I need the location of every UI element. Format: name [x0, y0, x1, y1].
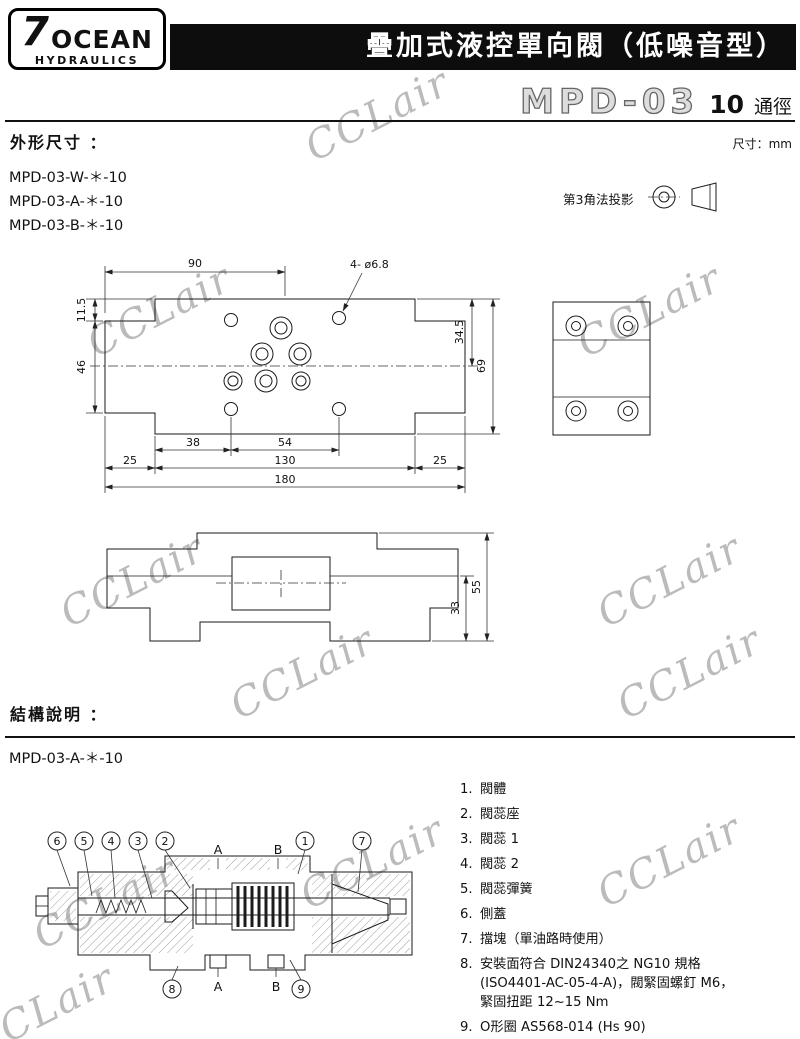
dim-label: 11.5	[75, 298, 88, 323]
header-divider	[5, 120, 795, 122]
page-title: 疊加式液控單向閥（低噪音型）	[366, 31, 786, 62]
model-item: MPD-03-W-＊-10	[9, 170, 127, 186]
part-number: 2.	[460, 807, 473, 822]
callout-label: 1	[302, 835, 309, 848]
part-text: 擋塊（單油路時使用）	[480, 932, 612, 947]
mounting-hole	[332, 402, 346, 416]
callout-label: 6	[54, 835, 61, 848]
dim-label: 130	[275, 454, 296, 467]
dim-label: 33	[449, 601, 462, 615]
model-item: MPD-03-A-＊-10	[9, 194, 124, 210]
part-number: 4.	[460, 857, 473, 872]
logo-top: 7 OCEAN	[21, 12, 153, 52]
parts-list: 1. 閥體 2. 閥蕊座 3. 閥蕊 1 4. 閥蕊 2 5. 閥蕊彈簧 6. 側蓋 7. 擋…	[460, 780, 795, 1039]
section-drawing	[35, 855, 413, 971]
part-number: 1.	[460, 782, 473, 797]
part-number: 6.	[460, 907, 473, 922]
part-text: 閥蕊 2	[480, 857, 519, 872]
model-code: MPD-03	[519, 81, 700, 122]
model-size-unit: 通徑	[753, 96, 792, 118]
dim-label: 90	[188, 257, 202, 270]
third-angle-symbol	[648, 182, 717, 212]
end-view-drawing	[552, 301, 651, 436]
section-marker-label: B	[274, 842, 283, 857]
part-item: 4. 閥蕊 2	[460, 855, 795, 874]
top-view-drawing: 90 4- ø6.8 11.5 46 34.5 69	[75, 257, 500, 493]
mounting-hole	[224, 313, 238, 327]
logo-numeral: 7	[21, 8, 49, 55]
structure-model: MPD-03-A-＊-10	[9, 751, 124, 767]
part-text: 閥蕊 1	[480, 832, 519, 847]
part-item: 5. 閥蕊彈簧	[460, 880, 795, 899]
mounting-hole	[332, 311, 346, 325]
structure-heading: 結構說明 ：	[10, 705, 108, 724]
dim-label: 34.5	[453, 320, 466, 345]
part-text-line: 安裝面符合 DIN24340之 NG10 規格	[480, 957, 701, 972]
dim-label: 25	[123, 454, 137, 467]
dim-label: 54	[278, 436, 292, 449]
part-number: 7.	[460, 932, 473, 947]
section-marker-label: A	[214, 842, 223, 857]
part-number: 5.	[460, 882, 473, 897]
dim-label: 46	[75, 360, 88, 374]
structure-divider	[5, 736, 795, 738]
callout-label: 8	[169, 983, 176, 996]
model-list: MPD-03-W-＊-10 MPD-03-A-＊-10 MPD-03-B-＊-1…	[9, 166, 127, 238]
unit-note: 尺寸：mm	[732, 137, 792, 151]
callout-label: 2	[162, 835, 169, 848]
part-number: 8.	[460, 957, 473, 972]
part-text-line: (ISO4401-AC-05-4-A)，閥緊固螺釘 M6，	[480, 976, 734, 991]
brand-logo: 7 OCEAN HYDRAULICS	[8, 8, 166, 70]
model-size: 10	[709, 90, 744, 119]
model-item: MPD-03-B-＊-10	[9, 218, 124, 234]
part-text: 閥蕊座	[480, 807, 520, 822]
part-item: 1. 閥體	[460, 780, 795, 799]
callout-label: 9	[298, 983, 305, 996]
callout-label: 3	[135, 835, 142, 848]
part-text: 安裝面符合 DIN24340之 NG10 規格 (ISO4401-AC-05-4…	[480, 955, 733, 1012]
dim-label: 55	[470, 580, 483, 594]
part-number: 3.	[460, 832, 473, 847]
logo-sub-text: HYDRAULICS	[34, 53, 140, 67]
dim-label: 180	[275, 473, 296, 486]
projection-label: 第3角法投影	[563, 192, 634, 207]
part-item: 3. 閥蕊 1	[460, 830, 795, 849]
dim-label: 4- ø6.8	[350, 258, 389, 271]
dim-label: 38	[186, 436, 200, 449]
part-item: 2. 閥蕊座	[460, 805, 795, 824]
side-view-drawing: 33 55	[106, 532, 494, 642]
part-item: 8. 安裝面符合 DIN24340之 NG10 規格 (ISO4401-AC-0…	[460, 955, 795, 1012]
callout-label: 4	[108, 835, 115, 848]
callout-label: 7	[359, 835, 366, 848]
part-item: 6. 側蓋	[460, 905, 795, 924]
part-item: 7. 擋塊（單油路時使用）	[460, 930, 795, 949]
part-text: 側蓋	[480, 907, 507, 922]
dim-label: 25	[433, 454, 447, 467]
section-marker-label: A	[214, 979, 223, 994]
part-text-line: 緊固扭距 12~15 Nm	[480, 995, 609, 1010]
section-marker-label: B	[272, 979, 281, 994]
dim-label: 69	[475, 359, 488, 373]
part-text: 閥蕊彈簧	[480, 882, 533, 897]
part-text: 閥體	[480, 782, 507, 797]
part-item: 9. O形圈 AS568-014 (Hs 90)	[460, 1018, 795, 1037]
outline-heading: 外形尺寸 ：	[10, 133, 108, 152]
logo-brand-text: OCEAN	[50, 24, 153, 54]
part-text: O形圈 AS568-014 (Hs 90)	[480, 1020, 646, 1035]
section-callouts: 6 5 4 3 2 1 7 8 9 A B A B	[47, 831, 372, 999]
callout-label: 5	[81, 835, 88, 848]
title-bar: 疊加式液控單向閥（低噪音型）	[170, 24, 796, 70]
part-number: 9.	[460, 1020, 473, 1035]
mounting-hole	[224, 402, 238, 416]
model-line: MPD-03 10 通徑	[519, 81, 792, 122]
